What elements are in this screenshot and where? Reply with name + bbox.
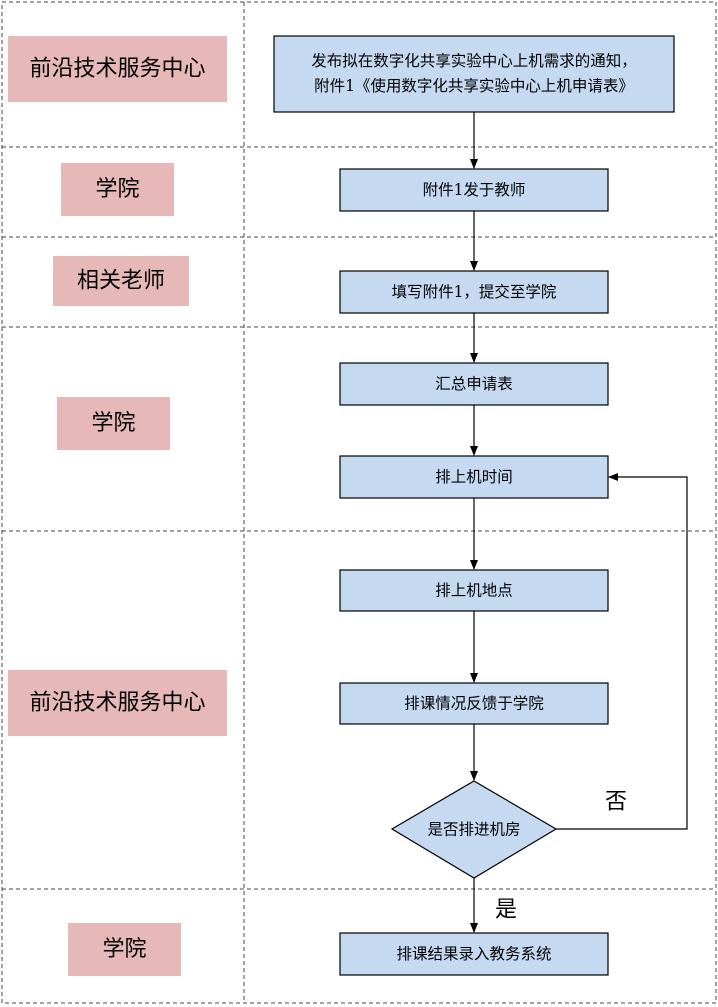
edge-label-no: 否 [605,790,627,815]
node-box [339,168,609,212]
lane-label-bg [68,923,181,976]
node-label: 排上机地点 [435,582,513,600]
lane-label-bg [8,36,227,102]
node-enter-system: 排课结果录入教务系统 [339,932,609,976]
node-decision: 是否排进机房 [390,780,558,879]
lane-label: 相关老师 [77,269,165,294]
node-schedule-time: 排上机时间 [339,455,609,499]
node-notice-box [273,35,675,113]
node-label: 填写附件1，提交至学院 [392,282,557,301]
lane-label: 学院 [95,177,139,202]
node-box [339,569,609,612]
node-fill-form: 填写附件1，提交至学院 [339,270,609,314]
lane-label: 学院 [91,411,135,436]
lane-label: 前沿技术服务中心 [29,691,205,716]
node-send-to-teacher: 附件1发于教师 [339,168,609,212]
node-feedback: 排课情况反馈于学院 [339,682,609,725]
node-label: 排上机时间 [435,468,513,486]
node-label: 排课情况反馈于学院 [404,694,544,713]
node-box [339,362,609,406]
node-label: 汇总申请表 [435,375,513,393]
edge-label-yes: 是 [495,898,517,923]
lane-label-bg [8,670,227,736]
lane-label-bg [53,256,189,306]
lane-label-bg [61,163,174,216]
node-notice: 发布拟在数字化共享实验中心上机需求的通知， 附件1《使用数字化共享实验中心上机申… [273,35,675,113]
lane-label: 学院 [102,937,146,962]
lane-label-bg [57,397,170,450]
node-label: 排课结果录入教务系统 [396,945,551,963]
node-schedule-place: 排上机地点 [339,569,609,612]
edge-decision-no-loop [556,473,688,830]
edges [470,112,688,933]
lane-3: 相关老师 [53,256,189,306]
node-label: 是否排进机房 [427,821,520,839]
lane-6: 学院 [68,923,181,976]
node-notice-line1: 发布拟在数字化共享实验中心上机需求的通知， [311,52,637,70]
decision-diamond [390,780,558,879]
lane-2: 学院 [61,163,174,216]
node-box [339,932,609,976]
lane-1: 前沿技术服务中心 [8,36,227,102]
lane-label: 前沿技术服务中心 [29,57,205,82]
lane-5: 前沿技术服务中心 [8,670,227,736]
node-summarize: 汇总申请表 [339,362,609,406]
node-box [339,455,609,499]
node-box [339,682,609,725]
node-notice-line2: 附件1《使用数字化共享实验中心上机申请表》 [314,77,634,95]
node-label: 附件1发于教师 [423,181,526,199]
node-box [339,270,609,314]
lane-4: 学院 [57,397,170,450]
